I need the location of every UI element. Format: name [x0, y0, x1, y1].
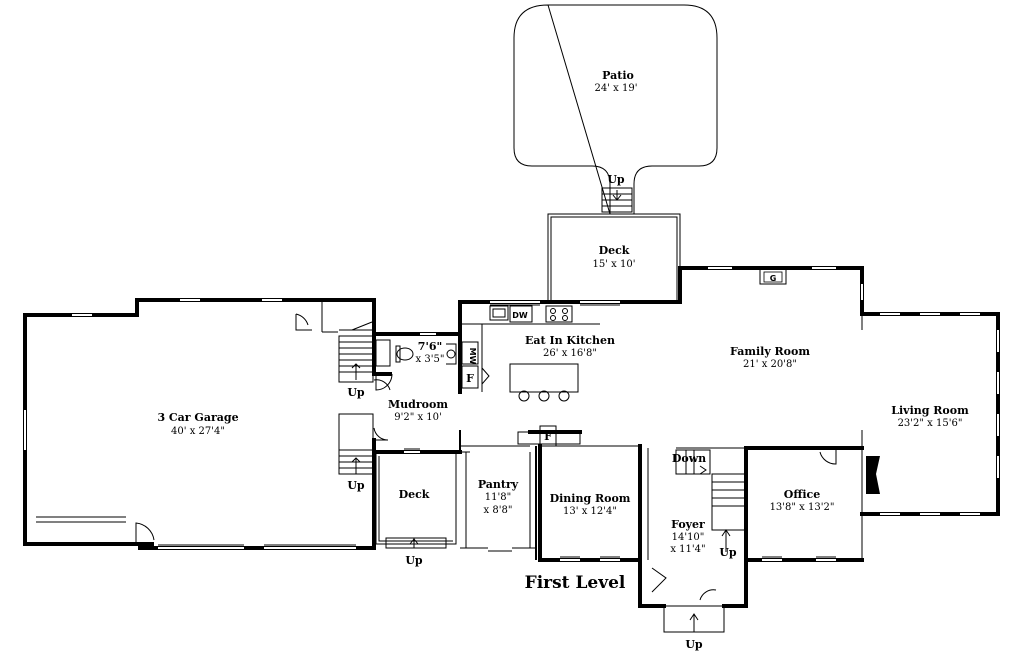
patio-stair-up-label: Up: [607, 173, 625, 186]
kitchen-dims: 26' x 16'8": [543, 348, 597, 359]
garage-stairs-upper: [338, 321, 374, 383]
upper-deck: [547, 213, 681, 302]
lower-deck-stair-label: Up: [405, 554, 423, 567]
family-room-name: Family Room: [730, 345, 810, 358]
garage-stairs-lower: [338, 413, 374, 475]
pantry: [460, 445, 537, 560]
kitchen-fridge-label: F: [466, 372, 474, 385]
living-room-name: Living Room: [891, 404, 969, 417]
mudroom-name: Mudroom: [388, 398, 448, 411]
office-dims: 13'8" x 13'2": [770, 502, 835, 513]
foyer-name: Foyer: [671, 518, 705, 531]
patio-name: Patio: [602, 69, 634, 82]
lower-deck: [375, 454, 457, 549]
mudroom-dims: 9'2" x 10': [394, 412, 442, 423]
dishwasher-label: DW: [512, 311, 528, 320]
garage-stairs-upper-label: Up: [347, 386, 365, 399]
family-room-dims: 21' x 20'8": [743, 359, 797, 370]
dining-room: [538, 444, 642, 562]
garage-dims: 40' x 27'4": [171, 426, 225, 437]
kitchen-name: Eat In Kitchen: [525, 334, 615, 347]
foyer-down-label: Down: [672, 452, 706, 465]
garage-stairs-lower-label: Up: [347, 479, 365, 492]
front-steps-label: Up: [685, 638, 703, 651]
foyer: [638, 447, 748, 633]
family-room: [679, 266, 864, 316]
microwave-label: MW: [468, 348, 477, 365]
living-room: [860, 312, 1000, 516]
pantry-dims-1: 11'8": [485, 492, 511, 503]
dining-room-name: Dining Room: [550, 492, 631, 505]
foyer-dims-1: 14'10": [672, 532, 705, 543]
patio: [513, 4, 718, 215]
office-name: Office: [784, 488, 821, 501]
garage: [23, 298, 376, 550]
bath-dims-2: x 3'5": [416, 354, 445, 365]
garage-name: 3 Car Garage: [157, 411, 238, 424]
office: [744, 446, 864, 562]
foyer-dims-2: x 11'4": [670, 544, 705, 555]
lower-deck-name: Deck: [399, 488, 430, 501]
pantry-dims-2: x 8'8": [484, 505, 513, 516]
living-room-dims: 23'2" x 15'6": [898, 418, 963, 429]
bath-dims-1: 7'6": [418, 340, 442, 353]
foyer-stair-up-label: Up: [719, 546, 737, 559]
pantry-name: Pantry: [478, 478, 519, 491]
kitchen-fridge-2-label: F: [544, 430, 552, 443]
upper-deck-dims: 15' x 10': [593, 259, 636, 270]
upper-deck-name: Deck: [599, 244, 630, 257]
patio-dims: 24' x 19': [595, 83, 638, 94]
dining-room-dims: 13' x 12'4": [563, 506, 617, 517]
fireplace-label: G: [770, 274, 777, 283]
plan-title: First Level: [525, 573, 626, 593]
